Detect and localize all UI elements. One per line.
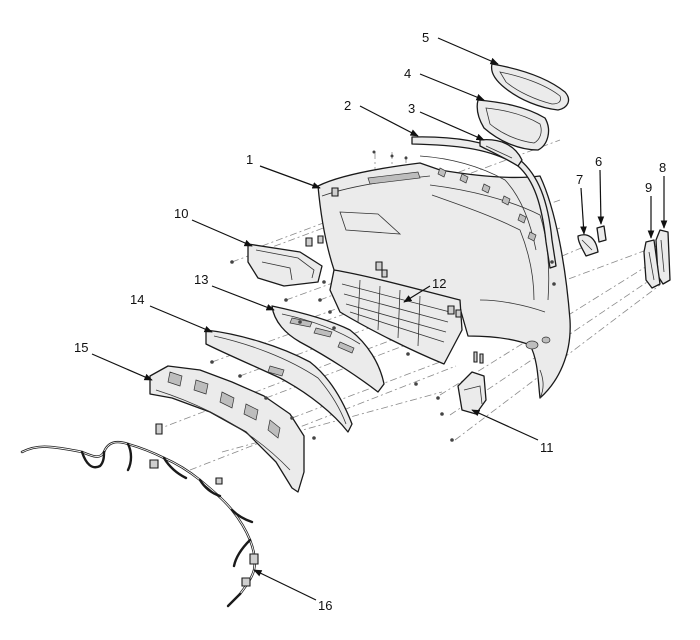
- callout-15: 15: [74, 340, 88, 355]
- callout-11: 11: [540, 440, 554, 455]
- part-9-side-retainer-left: [643, 239, 661, 289]
- part-6-clip: [596, 225, 607, 243]
- callout-5: 5: [422, 30, 429, 45]
- part-11-lower-bracket: [457, 351, 487, 415]
- callout-8: 8: [659, 160, 666, 175]
- fasteners: [155, 150, 556, 442]
- part-5-grille-frame: [490, 63, 570, 111]
- callout-16: 16: [318, 598, 332, 613]
- callout-labels: 5 4 2 3 6 7 8 9 1 10 13 12 14 15 11 16: [74, 30, 666, 613]
- callout-leaders: [91, 37, 668, 601]
- part-12-lower-grille: [329, 269, 463, 365]
- callout-6: 6: [595, 154, 602, 169]
- callout-14: 14: [130, 292, 144, 307]
- part-10-bracket: [247, 235, 324, 287]
- part-16-wiring-harness: [20, 440, 259, 608]
- part-4-grille: [476, 99, 550, 151]
- part-1-bumper-fascia: [317, 162, 571, 399]
- callout-2: 2: [344, 98, 351, 113]
- part-14-beam: [205, 329, 353, 433]
- part-3-grille-insert: [479, 139, 523, 167]
- callout-1: 1: [246, 152, 253, 167]
- callout-12: 12: [432, 276, 446, 291]
- callout-13: 13: [194, 272, 208, 287]
- callout-7: 7: [576, 172, 583, 187]
- part-7-side-bracket: [577, 234, 599, 257]
- callout-4: 4: [404, 66, 411, 81]
- part-15-energy-absorber: [149, 365, 305, 493]
- part-13-lower-plate: [271, 305, 385, 393]
- part-8-side-retainer-right: [655, 229, 671, 285]
- callout-9: 9: [645, 180, 652, 195]
- callout-10: 10: [174, 206, 188, 221]
- callout-3: 3: [408, 101, 415, 116]
